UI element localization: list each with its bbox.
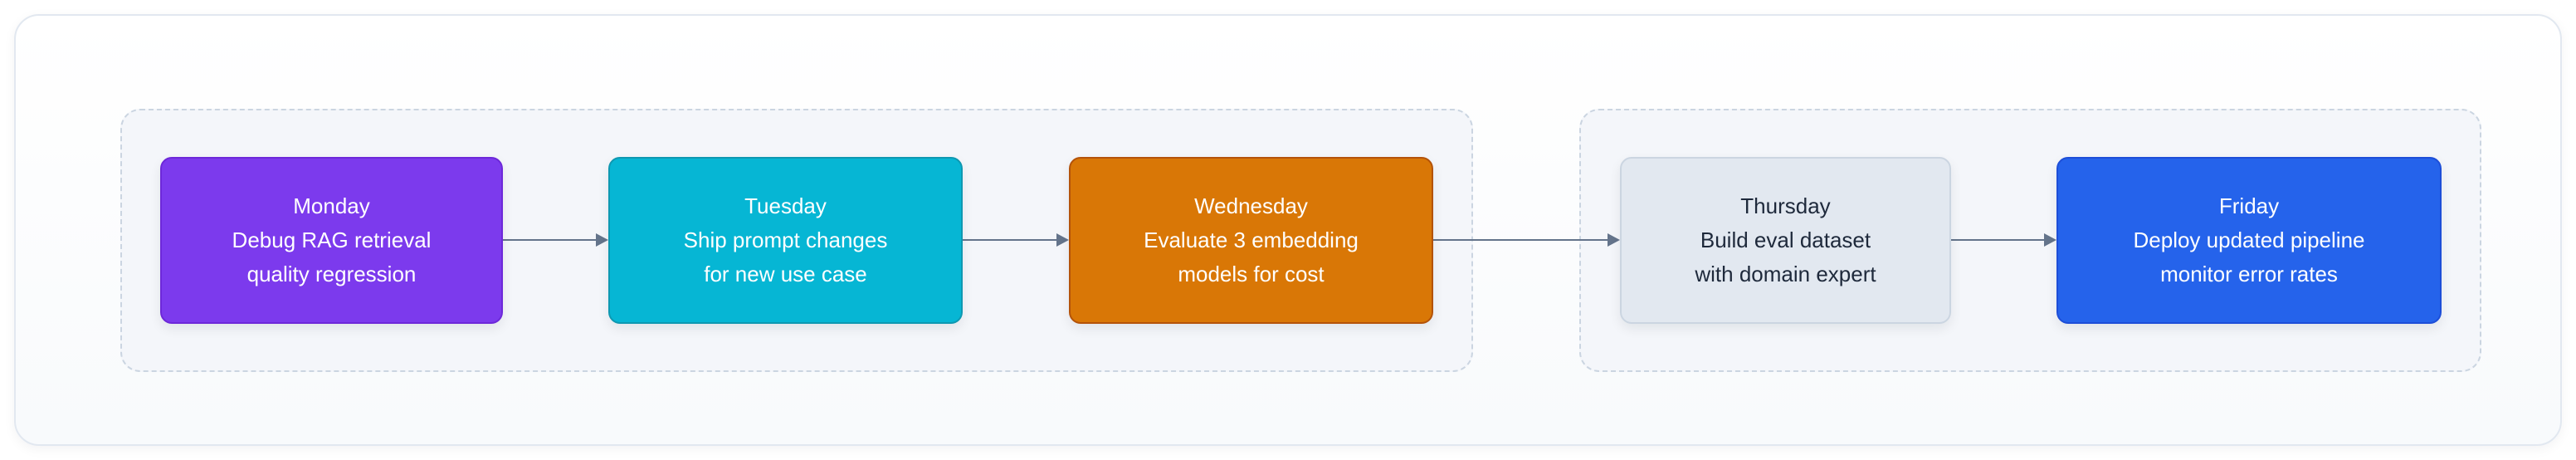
node-task-line-1: Build eval dataset: [1700, 228, 1871, 252]
node-day-label: Tuesday: [744, 193, 827, 218]
node-task-line-1: Ship prompt changes: [683, 228, 888, 252]
arrowhead-icon: [1056, 233, 1069, 247]
node-day-label: Monday: [293, 193, 370, 218]
node-friday[interactable]: Friday Deploy updated pipeline monitor e…: [2056, 157, 2442, 324]
node-tuesday[interactable]: Tuesday Ship prompt changes for new use …: [608, 157, 963, 324]
node-day-label: Friday: [2218, 193, 2280, 218]
edge-tuesday-to-wednesday: [963, 233, 1069, 247]
node-monday[interactable]: Monday Debug RAG retrieval quality regre…: [160, 157, 503, 324]
arrowhead-icon: [2044, 233, 2056, 247]
node-task-line-2: with domain expert: [1695, 262, 1876, 286]
edge-thursday-to-friday: [1951, 233, 2056, 247]
node-wednesday[interactable]: Wednesday Evaluate 3 embedding models fo…: [1069, 157, 1433, 324]
node-day-label: Thursday: [1740, 193, 1831, 218]
edge-line: [1951, 239, 2046, 241]
arrowhead-icon: [596, 233, 608, 247]
node-task-line-2: for new use case: [704, 262, 867, 286]
node-task-line-2: quality regression: [246, 262, 417, 286]
edge-line: [1433, 239, 1609, 241]
node-thursday[interactable]: Thursday Build eval dataset with domain …: [1620, 157, 1951, 324]
node-task-line-1: Debug RAG retrieval: [232, 228, 432, 252]
node-task-line-1: Evaluate 3 embedding: [1144, 228, 1359, 252]
edge-monday-to-tuesday: [503, 233, 608, 247]
node-task-line-2: monitor error rates: [2160, 262, 2338, 286]
edge-line: [503, 239, 598, 241]
edge-wednesday-to-thursday: [1433, 233, 1620, 247]
node-task-line-2: models for cost: [1178, 262, 1325, 286]
edge-line: [963, 239, 1058, 241]
arrowhead-icon: [1608, 233, 1620, 247]
node-day-label: Wednesday: [1194, 193, 1308, 218]
node-task-line-1: Deploy updated pipeline: [2133, 228, 2365, 252]
